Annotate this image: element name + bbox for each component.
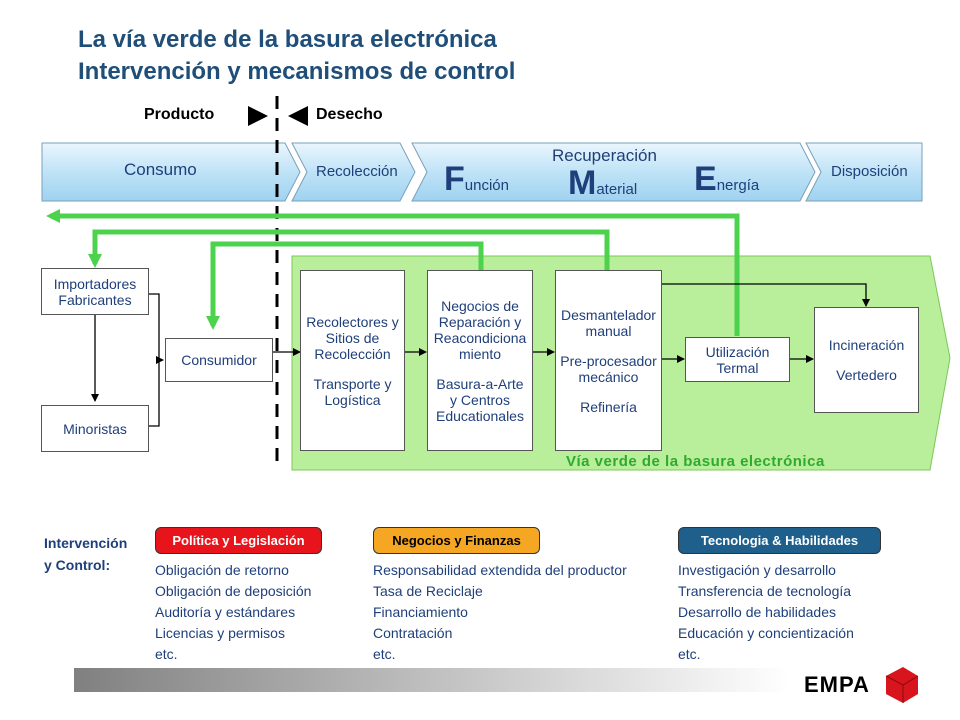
list-item: Licencias y permisos — [155, 625, 285, 641]
page-title: La vía verde de la basura electrónica — [78, 26, 497, 53]
phase-recoleccion: Recolección — [316, 163, 398, 180]
category-tecnologia: Tecnologia & Habilidades — [678, 527, 881, 554]
phase-consumo: Consumo — [124, 160, 197, 179]
list-item: Financiamiento — [373, 604, 468, 620]
material-label: Material — [568, 164, 638, 202]
phase-recuperacion-shape — [411, 142, 816, 202]
list-item: etc. — [678, 646, 701, 662]
list-item: Auditoría y estándares — [155, 604, 296, 620]
list-item: Obligación de retorno — [155, 562, 289, 578]
play-icon — [248, 106, 268, 126]
category-politica: Política y Legislación — [155, 527, 322, 554]
list-tecnologia: Investigación y desarrollo Transferencia… — [678, 560, 854, 665]
green-zone-caption: Vía verde de la basura electrónica — [566, 453, 825, 470]
box-minoristas: Minoristas — [41, 405, 149, 452]
empa-logo: EMPA — [804, 672, 870, 697]
list-politica: Obligación de retorno Obligación de depo… — [155, 560, 311, 665]
phase-disposicion-shape — [805, 142, 923, 202]
list-item: Obligación de deposición — [155, 583, 312, 599]
empa-logo-mark — [885, 667, 919, 703]
phase-disposicion: Disposición — [831, 163, 908, 180]
box-incineracion: Incineración Vertedero — [814, 307, 919, 413]
reverse-play-icon — [288, 106, 308, 126]
list-item: etc. — [155, 646, 178, 662]
phase-recoleccion-shape — [291, 142, 416, 202]
footer-gradient-bar — [74, 668, 790, 692]
list-item: Transferencia de tecnología — [678, 583, 852, 599]
list-item: Contratación — [373, 625, 453, 641]
intervention-label: Intervención y Control: — [44, 535, 128, 573]
desecho-label: Desecho — [316, 106, 383, 123]
flow-lines — [91, 283, 870, 427]
phase-consumo-shape — [41, 142, 301, 202]
list-item: Responsabilidad extendida del productor — [373, 562, 627, 578]
category-negocios: Negocios y Finanzas — [373, 527, 540, 554]
funcion-label: Función — [444, 160, 509, 198]
list-item: Desarrollo de habilidades — [678, 604, 836, 620]
list-negocios: Responsabilidad extendida del productor … — [373, 560, 627, 665]
list-item: Educación y concientización — [678, 625, 854, 641]
phase-recuperacion: Recuperación — [552, 146, 657, 165]
page-subtitle: Intervención y mecanismos de control — [78, 58, 516, 85]
list-item: etc. — [373, 646, 396, 662]
green-feedback-lines — [46, 209, 740, 336]
box-consumidor: Consumidor — [165, 338, 273, 382]
energia-label: Energía — [694, 160, 760, 198]
producto-label: Producto — [144, 106, 215, 123]
list-item: Investigación y desarrollo — [678, 562, 836, 578]
list-item: Tasa de Reciclaje — [373, 583, 483, 599]
